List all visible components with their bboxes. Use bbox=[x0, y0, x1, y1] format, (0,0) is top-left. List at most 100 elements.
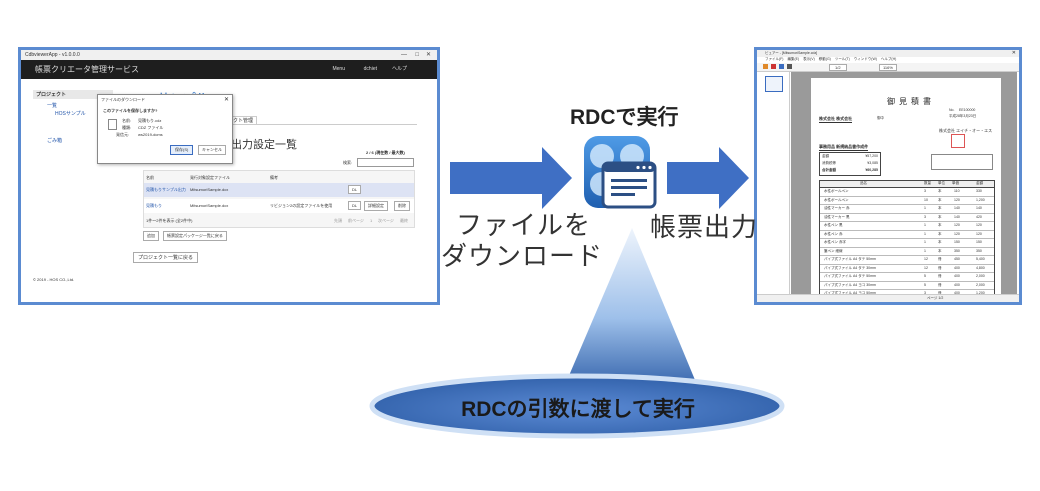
menu-window[interactable]: ウィンドウ(W) bbox=[853, 57, 877, 61]
dialog-title: ファイルのダウンロード bbox=[101, 97, 145, 102]
pager-page[interactable]: 1 bbox=[370, 218, 373, 223]
sidebar-header: プロジェクト bbox=[33, 90, 113, 99]
item-amount: 120 bbox=[976, 223, 982, 227]
row-name[interactable]: 見積もりサンプル出力 bbox=[146, 187, 186, 192]
back-to-packages-button[interactable]: 帳票設定パッケージ一覧に戻る bbox=[163, 231, 227, 241]
close-doc-icon[interactable] bbox=[771, 64, 776, 69]
nav-menu[interactable]: Menu bbox=[332, 66, 345, 72]
tax-label: 消費税等 bbox=[822, 161, 836, 165]
viewer-close-icon[interactable]: ✕ bbox=[1011, 50, 1016, 56]
cancel-button[interactable]: キャンセル bbox=[198, 145, 226, 155]
sidebar-item-trash[interactable]: ごみ箱 bbox=[47, 138, 63, 144]
item-name: 水性ペン 赤字 bbox=[824, 240, 846, 244]
app-title: 帳票クリエータ管理サービス bbox=[35, 65, 139, 74]
sidebar-title: プロジェクト bbox=[36, 92, 67, 98]
dialog-close-icon[interactable]: ✕ bbox=[223, 97, 229, 103]
item-price: 350 bbox=[954, 248, 960, 253]
nav-help[interactable]: ヘルプ bbox=[391, 66, 407, 72]
search-input[interactable] bbox=[357, 158, 414, 167]
page-thumbnail[interactable] bbox=[765, 76, 783, 92]
item-unit: 冊 bbox=[938, 265, 942, 270]
item-name: パイプ式ファイル A4 ヨコ 50mm bbox=[824, 291, 876, 295]
add-button[interactable]: 追加 bbox=[143, 231, 159, 241]
delete-button[interactable]: 削除 bbox=[394, 201, 410, 211]
item-price: 140 bbox=[954, 214, 960, 219]
maximize-icon[interactable]: □ bbox=[415, 52, 419, 58]
menu-edit[interactable]: 編集(E) bbox=[787, 57, 800, 61]
table-row[interactable]: 見積もりサンプル出力 MitsumoriSample.dcx DL bbox=[144, 183, 414, 197]
item-qty: 5 bbox=[924, 282, 926, 287]
doc-customer: 株式会社 株式会社 bbox=[819, 116, 853, 123]
close-icon[interactable]: ✕ bbox=[425, 52, 431, 58]
file-icon bbox=[108, 119, 117, 130]
item-qty: 1 bbox=[924, 248, 926, 253]
back-to-projects-button[interactable]: プロジェクト一覧に戻る bbox=[133, 252, 199, 263]
doc-honorific: 御中 bbox=[877, 116, 884, 120]
row-name[interactable]: 見積もり bbox=[146, 203, 162, 208]
sidebar-item-hos-sample[interactable]: HOSサンプル bbox=[55, 111, 86, 117]
table-row[interactable]: 見積もり MitsumoriSample.dcx リビジョン2の設定ファイルを使… bbox=[144, 199, 414, 213]
item-qty: 1 bbox=[924, 231, 926, 236]
item-price: 120 bbox=[954, 197, 960, 202]
doc-subject: 事務用品 新規納品書作成件 bbox=[819, 144, 869, 151]
dialog-from-value: ws2019-dcms bbox=[138, 132, 163, 137]
approval-boxes bbox=[931, 154, 993, 170]
col-header-note: 備考 bbox=[270, 175, 278, 180]
zoom-select[interactable]: 116% bbox=[879, 64, 897, 71]
item-price: 400 bbox=[954, 282, 960, 287]
pager-last[interactable]: 最終 bbox=[400, 218, 408, 223]
item-price: 400 bbox=[954, 265, 960, 270]
detail-settings-button[interactable]: 詳細設定 bbox=[364, 201, 388, 211]
open-icon[interactable] bbox=[763, 64, 768, 69]
item-unit: 本 bbox=[938, 189, 942, 193]
item-price: 110 bbox=[954, 189, 960, 193]
window-title: CdbviewerApp - v1.0.0.0 bbox=[25, 52, 80, 58]
doc-no-value: EE100000 bbox=[959, 108, 976, 112]
minimize-icon[interactable]: — bbox=[401, 52, 407, 58]
pager-next[interactable]: 次ページ bbox=[378, 218, 394, 223]
dialog-question: このファイルを保存しますか? bbox=[103, 108, 158, 113]
item-name: パイプ式ファイル A4 タテ 50mm bbox=[824, 257, 876, 261]
item-name: パイプ式ファイル A4 タテ 50mm bbox=[824, 274, 876, 278]
pager-prev[interactable]: 前ページ bbox=[348, 218, 364, 223]
save-button[interactable]: 保存(S) bbox=[170, 145, 194, 155]
arrow-left bbox=[450, 147, 572, 209]
page-indicator[interactable]: 1/2 bbox=[829, 64, 847, 71]
item-qty: 1 bbox=[924, 240, 926, 244]
doc-date: 平成28年3月23日 bbox=[949, 114, 977, 118]
item-name: 筆ペン 細線 bbox=[824, 248, 843, 253]
col-unit: 単位 bbox=[938, 181, 945, 185]
menu-view[interactable]: 表示(V) bbox=[803, 57, 815, 61]
item-name: 油性マーカー 赤 bbox=[824, 206, 850, 210]
menu-help[interactable]: ヘルプ(H) bbox=[880, 57, 897, 61]
item-name: パイプ式ファイル A4 タテ 30mm bbox=[824, 265, 876, 270]
col-qty: 数量 bbox=[924, 181, 931, 185]
item-qty: 3 bbox=[924, 214, 926, 219]
print-icon[interactable] bbox=[787, 64, 792, 69]
menu-go[interactable]: 移動(G) bbox=[818, 57, 831, 61]
nav-user[interactable]: dchiet bbox=[363, 66, 377, 72]
dl-button[interactable]: DL bbox=[348, 201, 362, 210]
menu-tools[interactable]: ツール(T) bbox=[834, 57, 850, 61]
output-label: 帳票出力 bbox=[650, 212, 759, 242]
dialog-name-value: 見積もり.cdz bbox=[138, 118, 162, 123]
row-file: MitsumoriSample.dcx bbox=[190, 203, 229, 208]
sidebar-item-list[interactable]: 一覧 bbox=[47, 103, 58, 109]
item-amount: 150 bbox=[976, 240, 982, 244]
output-settings-table: 名前 発行対象設定ファイル 備考 見積もりサンプル出力 MitsumoriSam… bbox=[143, 170, 415, 228]
pager-first[interactable]: 先頭 bbox=[334, 218, 342, 223]
callout-bubble bbox=[369, 373, 785, 439]
menu-file[interactable]: ファイル(F) bbox=[765, 57, 784, 61]
dl-button[interactable]: DL bbox=[348, 185, 362, 194]
thumbnail-pane bbox=[759, 72, 790, 297]
save-icon[interactable] bbox=[779, 64, 784, 69]
amount-value: ¥57,200 bbox=[865, 154, 878, 158]
col-amount: 金額 bbox=[976, 181, 983, 185]
download-screenshot: CdbviewerApp - v1.0.0.0 — □ ✕ 帳票クリエータ管理サ… bbox=[18, 47, 440, 305]
item-price: 150 bbox=[954, 240, 960, 244]
